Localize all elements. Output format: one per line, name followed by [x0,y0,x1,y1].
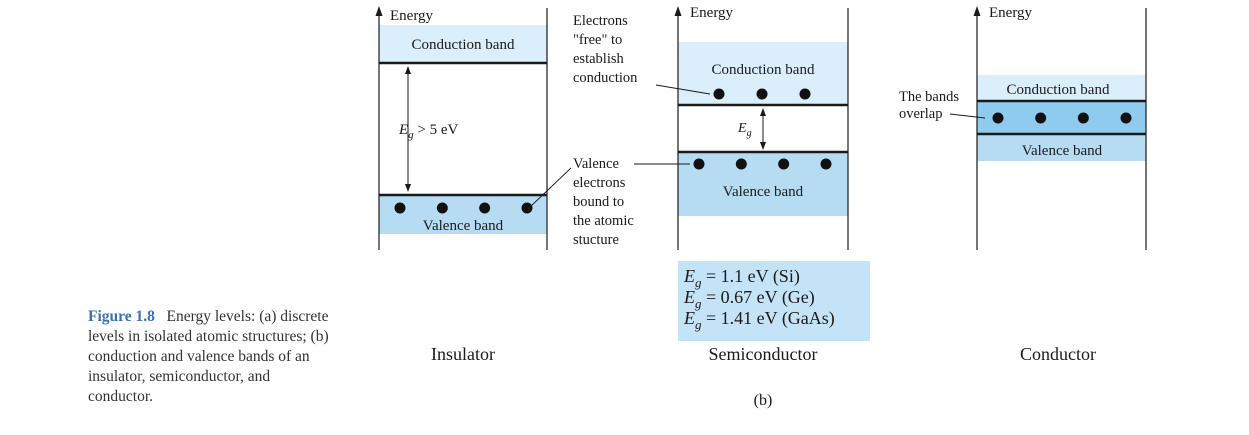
conductor-overlap-band [977,101,1146,134]
note-free-line: "free" to [573,32,622,48]
gap-value-line: Eg = 0.67 eV (Ge) [683,287,815,311]
insulator-valence-label: Valence band [423,218,504,234]
conductor-panel: Energy Conduction band Valence band The … [899,5,1147,364]
semiconductor-valence-electron [778,158,790,170]
figure-label: Figure 1.8 [88,308,155,325]
conductor-electron [1077,112,1089,124]
semiconductor-gap-label: Eg [737,121,752,139]
note-free-electrons: Electrons "free" to establish conduction [573,13,638,86]
conductor-name: Conductor [1020,344,1096,364]
overlap-note-line: The bands [899,89,959,105]
conductor-valence-band [977,134,1146,161]
figure-caption-text: Energy levels: (a) discrete levels in is… [88,308,329,405]
note-bound-line: stucture [573,232,619,248]
note-bound-line: electrons [573,175,626,191]
conductor-axis-label: Energy [989,5,1033,21]
note-free-line: conduction [573,70,638,86]
insulator-panel: Energy Conduction band Valence band Eg >… [375,6,548,364]
semiconductor-valence-band [678,152,848,216]
insulator-electron [394,202,406,214]
conductor-valence-label: Valence band [1022,143,1103,159]
semiconductor-free-electron [799,88,811,100]
note-bound-line: Valence [573,156,619,172]
semiconductor-name: Semiconductor [709,344,818,364]
conductor-electron [1035,112,1047,124]
insulator-conduction-label: Conduction band [412,37,515,53]
insulator-name: Insulator [431,344,495,364]
figure-caption: Figure 1.8 Energy levels: (a) discrete l… [88,307,338,407]
note-bound-electrons: Valence electrons bound to the atomic stuctu… [573,156,634,248]
note-bound-line: the atomic [573,213,634,229]
insulator-conduction-band [379,25,547,63]
gap-value-line: Eg = 1.1 eV (Si) [683,266,800,290]
conductor-conduction-label: Conduction band [1007,82,1110,98]
insulator-electron [436,202,448,214]
note-bound-line: bound to [573,194,624,210]
semiconductor-valence-label: Valence band [723,184,804,200]
insulator-axis-label: Energy [390,8,434,24]
overlap-note-line: overlap [899,106,942,122]
insulator-electron [521,202,533,214]
semiconductor-panel: Energy Conduction band Valence band Eg E… [634,5,870,409]
note-free-line: establish [573,51,624,67]
conductor-conduction-band [977,75,1146,101]
semiconductor-conduction-label: Conduction band [712,62,815,78]
semiconductor-axis-label: Energy [690,5,734,21]
insulator-valence-band [379,195,547,234]
semiconductor-gap-values-box [678,261,870,341]
note-free-line: Electrons [573,13,628,29]
part-label: (b) [754,392,773,409]
insulator-electron [479,202,491,214]
gap-value-line: Eg = 1.41 eV (GaAs) [683,308,835,332]
insulator-gap-label: Eg > 5 eV [398,122,459,141]
semiconductor-valence-electron [820,158,832,170]
semiconductor-valence-electron [693,158,705,170]
conductor-electron [1120,112,1132,124]
conductor-electron [992,112,1004,124]
semiconductor-free-electron [756,88,768,100]
semiconductor-free-electron [713,88,725,100]
semiconductor-valence-electron [735,158,747,170]
